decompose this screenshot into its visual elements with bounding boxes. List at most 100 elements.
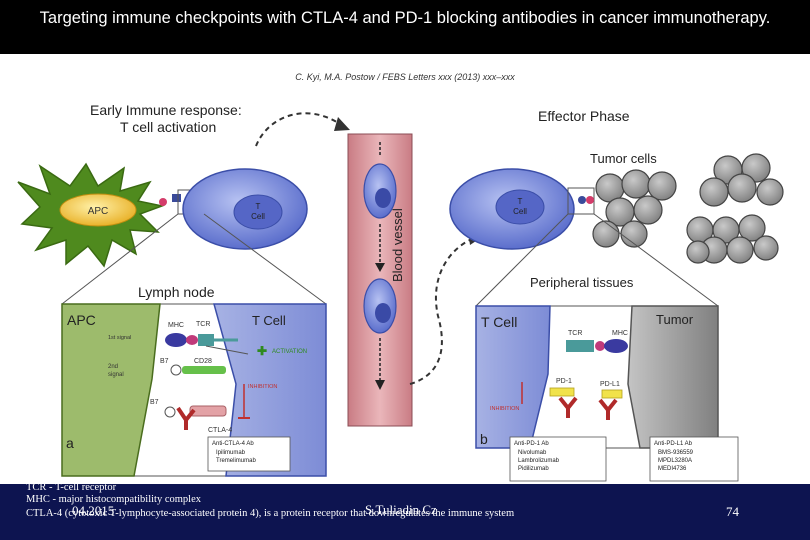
page-number: 74: [726, 504, 739, 519]
blood-vessel-label: Blood vessel: [390, 208, 405, 282]
anti-ctla4-item-1: Ipilimumab: [216, 450, 246, 456]
tcell-activation-heading: T cell activation: [120, 119, 216, 135]
mhc-molecule: [165, 333, 187, 347]
second-signal-label-2: signal: [108, 372, 124, 378]
lymph-node-label: Lymph node: [138, 284, 215, 300]
apc-dendritic-cell: APC: [17, 162, 165, 268]
blood-vessel: Blood vessel: [347, 133, 413, 427]
anti-pd1-item-3: Pidilizumab: [518, 466, 549, 472]
footer-author: S.Tuliadin Cz: [365, 502, 437, 517]
anti-pdl1-title: Anti-PD-L1 Ab: [654, 441, 693, 447]
b7-molecule-top: [170, 364, 182, 376]
panel-a-apc-label: APC: [67, 312, 96, 328]
immune-checkpoint-figure: C. Kyi, M.A. Postow / FEBS Letters xxx (…: [0, 54, 810, 484]
panel-b-letter: b: [480, 431, 488, 447]
synapse-marker-left: [159, 198, 167, 206]
footer-mhc-definition: MHC - major histocompatibility complex: [26, 494, 201, 505]
antigen-peptide: [186, 335, 198, 345]
zoom-line-right-b: [593, 213, 719, 307]
peripheral-tissues-label: Peripheral tissues: [530, 275, 634, 290]
anti-ctla4-title: Anti-CTLA-4 Ab: [212, 441, 254, 447]
tumor-cell-cluster: [592, 153, 784, 264]
cd28-label: CD28: [194, 358, 212, 365]
b7-top-label: B7: [160, 358, 169, 365]
second-signal-label-1: 2nd: [108, 364, 118, 370]
activation-plus-icon: ✚: [257, 344, 267, 358]
t-cell-left-label-1: T: [256, 202, 261, 211]
tumor-cells-label: Tumor cells: [590, 151, 657, 166]
anti-pd1-antibody: [558, 396, 578, 418]
anti-pd1-box: [509, 436, 607, 482]
citation: C. Kyi, M.A. Postow / FEBS Letters xxx (…: [295, 72, 515, 82]
t-cell-right-label-2: Cell: [513, 207, 527, 216]
b7-molecule-bottom: [164, 406, 176, 418]
inhibition-label-a: INHIBITION: [248, 384, 277, 390]
anti-pdl1-item-2: MPDL3280A: [658, 458, 692, 464]
figure-canvas: C. Kyi, M.A. Postow / FEBS Letters xxx (…: [17, 72, 784, 482]
pdl1-molecule: [601, 389, 623, 399]
slide-footer: TCR - T-cell receptor MHC - major histoc…: [0, 482, 810, 540]
panel-a-letter: a: [66, 435, 74, 451]
anti-ctla4-antibody: [176, 406, 196, 430]
footer-ctla4-definition: CTLA-4 (cytotoxic T-lymphocyte-associate…: [26, 508, 515, 519]
panel-b-tumor-label: Tumor: [656, 312, 694, 327]
apc-label: APC: [88, 206, 109, 217]
panel-b-mhc-label: MHC: [612, 330, 628, 337]
vessel-t-cell-bottom-nucleus: [375, 303, 391, 323]
footer-tcr-definition: TCR - T-cell receptor: [26, 482, 117, 493]
early-response-heading: Early Immune response:: [90, 102, 242, 118]
panel-b: T Cell Tumor TCR MHC PD-1 PD-L1 INHIBITI…: [475, 305, 739, 482]
panel-b-tcell-label: T Cell: [481, 314, 517, 330]
anti-ctla4-item-2: Tremelimumab: [216, 458, 256, 464]
t-cell-right-nucleus: [495, 189, 545, 225]
migration-arrow-to-tumor: [409, 237, 475, 385]
pd1-molecule: [549, 387, 575, 397]
anti-pdl1-item-3: MEDI4736: [658, 466, 687, 472]
zoom-line-left-a: [61, 213, 179, 305]
t-cell-membrane-region: [213, 303, 327, 477]
migration-arrow-to-vessel: [255, 112, 341, 147]
anti-pdl1-item-1: BMS-936559: [658, 450, 694, 456]
panel-b-tcell-region: [475, 305, 551, 449]
t-cell-left-label-2: Cell: [251, 212, 265, 221]
tcr-molecule: [198, 334, 214, 346]
t-cell-right-label-1: T: [518, 197, 523, 206]
panel-b-tcr-label: TCR: [568, 330, 582, 337]
receptor-marker-left: [172, 194, 181, 202]
anti-pdl1-antibody: [598, 398, 618, 420]
activation-label: ACTIVATION: [272, 349, 307, 355]
t-cell-left-nucleus: [233, 194, 283, 230]
effector-phase-heading: Effector Phase: [538, 108, 630, 124]
panel-b-antigen: [595, 341, 605, 351]
zoom-line-right-a: [475, 213, 569, 307]
anti-pd1-title: Anti-PD-1 Ab: [514, 441, 549, 447]
anti-pd1-item-1: Nivolumab: [518, 450, 547, 456]
footer-date: 04.2015: [72, 503, 115, 518]
b7-bottom-label: B7: [150, 399, 159, 406]
zoom-box-right: [567, 187, 595, 215]
ctla4-label: CTLA-4: [208, 427, 232, 434]
panel-a: APC T Cell MHC TCR 1st signal 2nd signal…: [61, 303, 327, 477]
inhibition-label-b: INHIBITION: [490, 406, 519, 412]
ctla4-molecule: [189, 405, 227, 417]
zoom-line-left-b: [203, 213, 327, 305]
anti-pdl1-box: [649, 436, 739, 482]
migration-arrow-head-1: [334, 117, 350, 131]
vessel-t-cell-top-nucleus: [375, 188, 391, 208]
panel-b-tcr-molecule: [566, 340, 594, 352]
mhc-label: MHC: [168, 322, 184, 329]
first-signal-label: 1st signal: [108, 335, 131, 341]
cd28-molecule: [182, 366, 226, 374]
panel-b-mhc-molecule: [604, 339, 628, 353]
anti-pd1-item-2: Lambrolizumab: [518, 458, 560, 464]
anti-ctla4-box: [207, 436, 291, 472]
pd1-label: PD-1: [556, 378, 572, 385]
tcr-label: TCR: [196, 321, 210, 328]
receptor-marker-right: [578, 196, 586, 204]
panel-a-tcell-label: T Cell: [252, 313, 286, 328]
apc-membrane-region: [61, 303, 161, 477]
pdl1-label: PD-L1: [600, 381, 620, 388]
panel-b-tumor-region: [627, 305, 719, 449]
slide-title: Targeting immune checkpoints with CTLA-4…: [0, 0, 810, 54]
synapse-marker-right: [586, 196, 594, 204]
